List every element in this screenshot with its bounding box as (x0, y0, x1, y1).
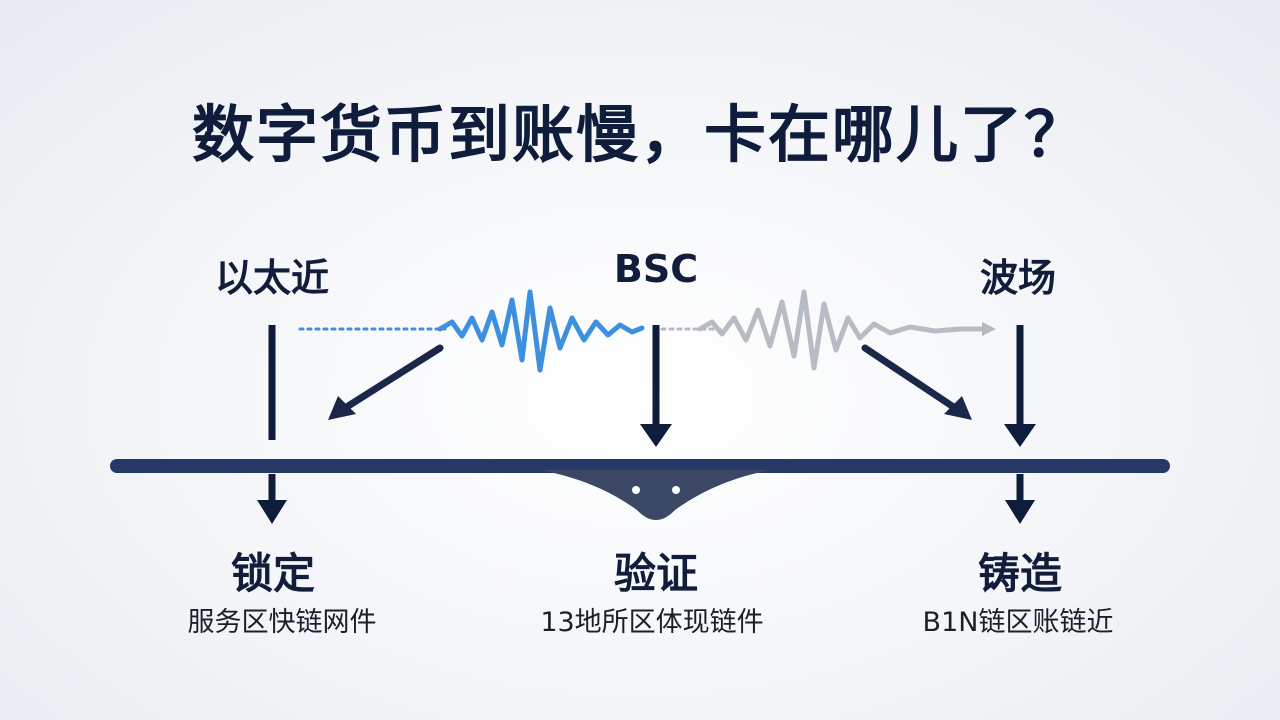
bsc-arrowhead-icon (640, 424, 672, 447)
diagonal-arrowhead-left-icon (328, 396, 356, 420)
stage-subtitle-mint: B1N链区账链近 (922, 607, 1114, 638)
lock-arrowhead-icon (257, 500, 287, 524)
center-pendant (540, 470, 770, 520)
signal-wave-icon (437, 289, 645, 373)
signal-wave-icon (697, 289, 993, 371)
main-bar (110, 459, 1170, 473)
stage-title-verify: 验证 (613, 549, 698, 598)
diagonal-arrow-icon (861, 344, 959, 412)
diagonal-arrowhead-right-icon (944, 396, 972, 420)
stage-title-lock: 锁定 (230, 549, 315, 598)
chain-label-ethereum: 以太近 (214, 256, 329, 300)
stage-title-mint: 铸造 (977, 549, 1062, 598)
chain-label-bsc: BSC (613, 247, 699, 291)
mint-arrowhead-icon (1005, 500, 1035, 524)
chain-label-tron: 波场 (979, 256, 1056, 300)
tron-arrowhead-icon (1004, 424, 1036, 447)
diagonal-arrow-icon (341, 344, 444, 412)
stage-subtitle-verify: 13地所区体现链件 (540, 607, 764, 638)
stage-subtitle-lock: 服务区快链网件 (187, 607, 377, 638)
gray-arrow-tip-icon (982, 322, 996, 336)
page-title: 数字货币到账慢，卡在哪儿了？ (191, 98, 1088, 171)
